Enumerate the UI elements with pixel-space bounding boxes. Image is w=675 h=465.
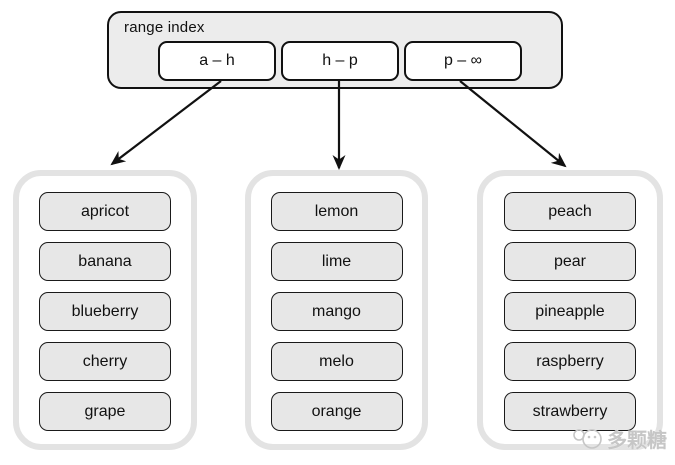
range-index-label: range index [124, 19, 205, 36]
fruit-item: raspberry [504, 342, 636, 381]
fruit-item: peach [504, 192, 636, 231]
fruit-item: melo [270, 342, 403, 381]
fruit-item: grape [39, 392, 171, 431]
fruit-item: pear [504, 242, 636, 281]
fruit-item: lime [270, 242, 403, 281]
range-buttons-row: a – h h – p p – ∞ [158, 41, 522, 81]
fruit-item: pineapple [504, 292, 636, 331]
watermark: 多颗糖 [572, 424, 667, 453]
fruit-group-h-p: lemon lime mango melo orange [245, 170, 428, 450]
arrow-left-icon [110, 80, 222, 166]
arrow-right-icon [459, 80, 567, 168]
fruit-item: blueberry [39, 292, 171, 331]
fruit-item: apricot [39, 192, 171, 231]
fruit-group-a-h: apricot banana blueberry cherry grape [13, 170, 197, 450]
range-node-h-p: h – p [281, 41, 399, 81]
watermark-logo-icon [573, 428, 602, 449]
fruit-item: orange [270, 392, 403, 431]
fruit-item: lemon [270, 192, 403, 231]
range-node-p-inf: p – ∞ [404, 41, 522, 81]
watermark-text: 多颗糖 [607, 430, 667, 452]
fruit-item: cherry [39, 342, 171, 381]
fruit-item: strawberry [504, 392, 636, 431]
fruit-item: banana [39, 242, 171, 281]
fruit-item: mango [270, 292, 403, 331]
range-index-box: range index a – h h – p p – ∞ [107, 11, 563, 89]
range-node-a-h: a – h [158, 41, 276, 81]
fruit-group-p-inf: peach pear pineapple raspberry strawberr… [477, 170, 663, 450]
